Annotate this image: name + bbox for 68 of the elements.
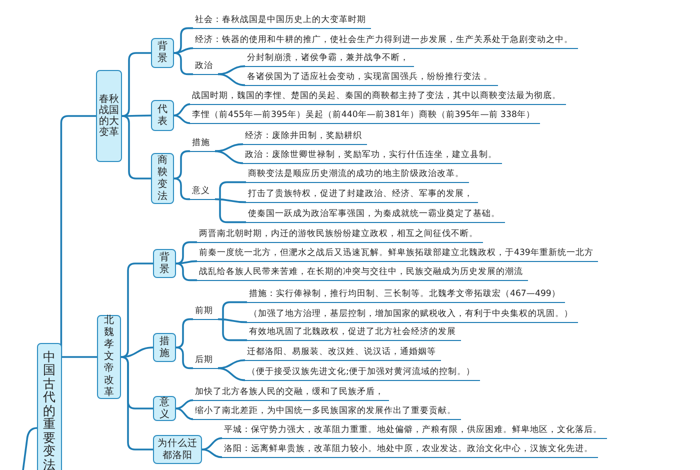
underlined-text: （便于接受汉族先进文化;便于加强对黄河流域的控制。） (245, 366, 480, 381)
underlined-text: 洛阳：远离鲜卑贵族，改革阻力较小。地处中原，农业发达。政治文化中心，汉族文化先进。 (222, 443, 598, 458)
topic-box: 代表 (151, 100, 174, 131)
connector-line (176, 241, 197, 264)
underlined-text: 后期 (193, 354, 218, 369)
connector-line (122, 52, 151, 117)
connector-line (218, 359, 246, 370)
underlined-text: 各诸侯国为了适应社会变动，实现富国强兵，纷纷推行变法 。 (245, 71, 498, 86)
underlined-text: 缩小了南北差距，为中国统一多民族国家的发展作出了重要贡献。 (193, 405, 461, 420)
connector-line (174, 103, 190, 116)
connector-line (174, 114, 190, 124)
connector-line (219, 181, 246, 200)
connector-line (174, 47, 194, 54)
underlined-text: 措施 (190, 137, 215, 152)
connector-line (61, 356, 97, 358)
underlined-text: 打击了贵族特权，促进了封建政治、经济、军事的发展， (246, 188, 478, 203)
underlined-text: 战国时期，魏国的李悝、楚国的吴起、秦国的商鞅都主持了变法，其中以商鞅变法最为彻底。 (190, 90, 566, 105)
underlined-text: 措施：实行俸禄制，推行均田制、三长制等。北魏孝文帝拓跋宏（467—499） (247, 288, 566, 303)
underlined-text: 分封制崩溃，诸侯争霸，兼并战争不断， (245, 52, 414, 67)
underlined-text: 战乱给各族人民带来苦难，在长期的冲突与交往中，民族交融成为历史发展的潮流 (197, 266, 528, 281)
topic-box: 商鞅变法 (151, 153, 174, 204)
topic-box: 中国古代的重要变法 (37, 343, 62, 470)
underlined-text: 经济：废除井田制，奖励耕织 (243, 130, 367, 145)
underlined-text: 迁都洛阳、易服装、改汉姓、说汉话，通婚姻等 (245, 346, 441, 361)
connector-line (176, 318, 193, 348)
connector-line (176, 260, 198, 264)
connector-line (176, 399, 194, 410)
connector-line (176, 262, 197, 282)
underlined-text: 两晋南北朝时期，内迁的游牧民族纷纷建立政权，相互之间征伐不断。 (197, 228, 483, 243)
underlined-text: 意义 (190, 185, 215, 200)
topic-box: 意义 (153, 396, 176, 421)
connector-line (218, 73, 246, 86)
topic-box: 背景 (151, 38, 174, 68)
underlined-text: 经济：铁器的使用和牛耕的推广，使社会生产力得到进一步发展，生产关系处于急剧变动之中。 (193, 34, 578, 49)
connector-line (176, 408, 194, 420)
topic-box: 春秋战国的大变革 (96, 70, 122, 162)
connector-line (202, 448, 222, 458)
underlined-text: 前秦一度统一北方，但淝水之战后又迅速瓦解。鲜卑族拓跋部建立北魏政权，于439年重新统一北方 (197, 247, 598, 262)
connector-line (122, 114, 151, 117)
connector-line (214, 198, 246, 204)
connector-line (120, 356, 153, 450)
underlined-text: 李悝（前455年—前395年）吴起（前440年—前381年）商鞅（前395年—前 338年） (190, 109, 540, 124)
connector-line (202, 437, 222, 450)
connector-line (218, 318, 248, 324)
connector-line (120, 262, 153, 358)
underlined-text: 商鞅变法是顺应历史潮流的成功的地主阶级政治改革。 (246, 168, 469, 183)
underlined-text: 政治 (193, 60, 218, 75)
topic-box: 为什么迁都洛阳 (153, 435, 202, 464)
underlined-text: （加强了地方治理，基层控制，增加国家的赋税收入，有利于中央集权的巩固。） (247, 308, 578, 323)
connector-line (122, 115, 151, 180)
connector-line (214, 150, 244, 164)
underlined-text: 有效地巩固了北魏政权，促进了北方社会经济的发展 (247, 326, 461, 341)
underlined-text: 前期 (193, 305, 218, 320)
connector-line (218, 65, 246, 76)
connector-line (219, 199, 246, 224)
connector-line (218, 367, 246, 382)
underlined-text: 加快了北方各族人民的交融，缓和了民族矛盾， (193, 386, 389, 401)
topic-box: 背景 (153, 249, 176, 278)
connector-line (174, 27, 193, 54)
connector-line (214, 143, 244, 152)
topic-box: 措施 (153, 333, 176, 362)
underlined-text: 社会：春秋战国是中国历史上的大变革时期 (193, 14, 371, 29)
connector-line (222, 301, 247, 320)
connector-line (222, 319, 247, 342)
topic-box: 北魏孝文帝改革 (97, 315, 121, 399)
underlined-text: 政治：废除世卿世禄制，奖励军功，实行什伍连坐，建立县制。 (243, 149, 502, 164)
underlined-text: 使秦国一跃成为政治军事强国，为秦成就统一霸业奠定了基础。 (246, 208, 505, 223)
underlined-text: 平城：保守势力强大，改革阻力重重。地处偏僻，产粮有限，供应困难。鲜卑地区，文化落后。 (222, 424, 607, 439)
